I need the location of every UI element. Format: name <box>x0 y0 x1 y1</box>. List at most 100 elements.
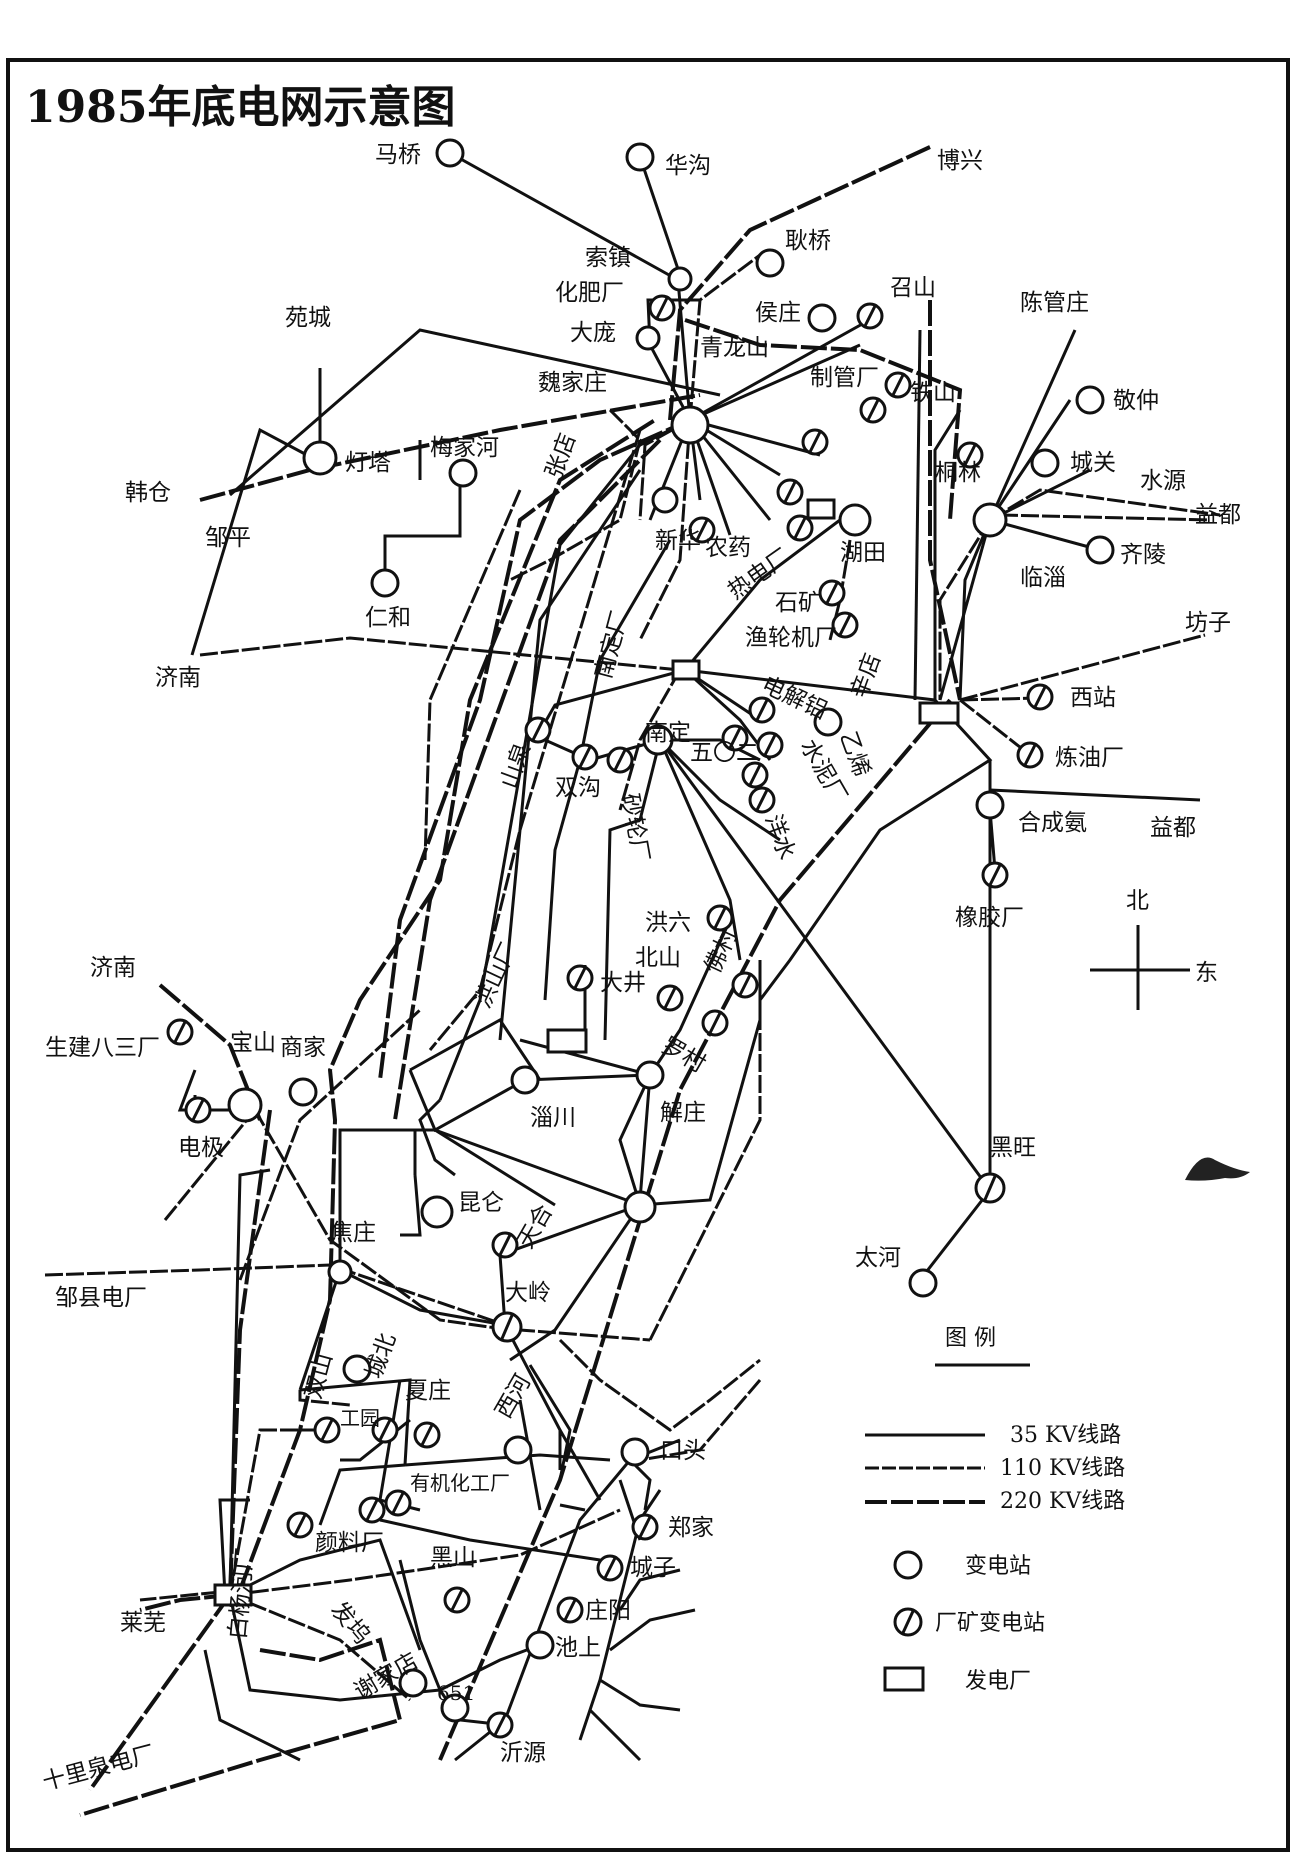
label-weijiazhuang: 魏家庄 <box>538 370 607 396</box>
label-laiwu: 莱芜 <box>120 1610 166 1636</box>
substation-hutian <box>838 503 872 537</box>
factory-sub-b <box>786 514 814 542</box>
substation-linzi <box>972 502 1008 538</box>
label-jinan2: 济南 <box>90 955 136 981</box>
substation-chengbei <box>342 1354 372 1384</box>
factory-sub-luocun3 <box>701 1009 729 1037</box>
factory-sub-daling <box>491 1311 523 1343</box>
factory-sub-youji2 <box>384 1489 412 1517</box>
factory-sub-dianji <box>184 1096 212 1124</box>
factory-sub-huafei <box>648 294 676 322</box>
label-yulunjichang: 渔轮机厂 <box>745 625 837 651</box>
label-zouping: 邹平 <box>205 525 251 551</box>
label-xizhan: 西站 <box>1070 685 1116 711</box>
label-zhiguanchang: 制管厂 <box>810 365 879 391</box>
label-hongshanchang: 洪山厂 <box>470 939 523 1013</box>
label-nanding: 南定 <box>645 720 691 746</box>
factory-sub-gongyuan2 <box>371 1416 399 1444</box>
substation-qiling <box>1085 535 1115 565</box>
substation-xiejiadian <box>398 1668 428 1698</box>
label-taihe: 太河 <box>855 1245 901 1271</box>
label-kunlun: 昆仑 <box>458 1190 504 1216</box>
label-yidu2: 益都 <box>1150 815 1196 841</box>
factory-sub-yulun <box>831 611 859 639</box>
label-xihe: 西河 <box>491 1370 537 1423</box>
substation-taihe <box>908 1268 938 1298</box>
label-chengbei: 城北 <box>361 1330 401 1382</box>
substation-houzhuang <box>807 303 837 333</box>
factory-sub-zhengjia <box>631 1513 659 1541</box>
factory-sub-hongliu <box>706 904 734 932</box>
label-jiezhuang: 解庄 <box>660 1100 706 1126</box>
substation-hechengan <box>975 790 1005 820</box>
label-gongyuan: 工园 <box>340 1406 380 1430</box>
label-shiliquan: 十里泉电厂 <box>40 1741 158 1796</box>
substation-luocun <box>635 1060 665 1090</box>
legend-substation-label: 变电站 <box>965 1554 1031 1579</box>
map-title: 1985年底电网示意图 <box>25 82 455 133</box>
label-zhuangyang: 庄阳 <box>585 1598 631 1624</box>
substation-suozhen <box>667 266 693 292</box>
label-jinan1: 济南 <box>155 665 201 691</box>
power-plants <box>213 498 960 1607</box>
label-luocun: 罗村 <box>657 1033 710 1079</box>
factory-sub-shengjian <box>166 1018 194 1046</box>
factory-sub-heishan <box>443 1586 471 1614</box>
label-maqiao: 马桥 <box>375 142 421 168</box>
substation-gengqiao <box>755 248 785 278</box>
lines-220kv <box>79 145 963 1817</box>
plant-nanding <box>671 659 701 681</box>
substation-meijiahe <box>448 458 478 488</box>
line-fangzi-2 <box>959 633 1206 702</box>
label-jiaozhuang: 焦庄 <box>330 1220 376 1246</box>
label-heishan: 黑山 <box>430 1545 476 1571</box>
line-chenguan <box>988 329 1077 521</box>
label-linzi: 临淄 <box>1020 565 1066 591</box>
compass: 北 东 <box>1090 888 1218 1010</box>
label-yanliaochang: 颜料厂 <box>315 1530 384 1556</box>
label-zhangdian: 张店 <box>541 430 581 482</box>
factory-sub-a <box>776 478 804 506</box>
plant-redian <box>806 498 836 520</box>
label-daling: 大岭 <box>505 1280 551 1306</box>
factory-sub-zhuangyang <box>556 1596 584 1624</box>
label-shengjian: 生建八三厂 <box>45 1035 160 1061</box>
label-shangjia: 商家 <box>280 1035 326 1061</box>
label-dengta: 灯塔 <box>345 450 391 476</box>
label-yuancheng: 苑城 <box>285 305 331 331</box>
label-fangzi: 坊子 <box>1185 610 1231 636</box>
label-shalunchang: 砂轮厂 <box>616 792 654 864</box>
factory-sub-yanliao <box>286 1511 314 1539</box>
factory-sub-youji1 <box>358 1496 386 1524</box>
label-dapang: 大庞 <box>570 320 616 346</box>
label-hutian: 湖田 <box>840 540 886 566</box>
factory-sub-lianyou <box>1016 741 1044 769</box>
label-beishan: 北山 <box>635 945 681 971</box>
factory-substations <box>166 294 1054 1739</box>
factory-sub-xiangjiao <box>981 861 1009 889</box>
plant-xindian <box>918 701 960 725</box>
label-xinhua: 新华 <box>655 528 701 554</box>
label-yidu1: 益都 <box>1195 502 1241 528</box>
factory-sub-gongyuan3 <box>413 1421 441 1449</box>
substation-dapang <box>635 325 661 351</box>
substation-maqiao <box>435 138 465 168</box>
factory-sub-4gong <box>801 428 829 456</box>
label-lianyouchang: 炼油厂 <box>1055 745 1124 771</box>
place-labels: 马桥 华沟 博兴 耿桥 索镇 化肥厂 大庞 侯庄 青龙山 召山 魏家庄 制管厂 … <box>40 142 1241 1796</box>
label-nongyao: 农药 <box>705 535 751 561</box>
line-fangzi <box>989 488 1221 522</box>
label-koutou: 口头 <box>660 1438 706 1464</box>
label-chengguan: 城关 <box>1070 450 1116 476</box>
line-renhe <box>383 475 462 586</box>
label-651: 651 <box>437 1681 475 1705</box>
factory-sub-tonglin <box>956 441 984 469</box>
label-renhe: 仁和 <box>365 605 411 631</box>
label-yixi: 乙烯 <box>834 728 874 780</box>
legend-110kv-label: 110 KV线路 <box>1000 1456 1125 1481</box>
substation-chishang <box>525 1630 555 1660</box>
label-boxing: 博兴 <box>937 148 983 174</box>
label-chengzi: 城子 <box>630 1555 676 1581</box>
label-jingzhong: 敬仲 <box>1113 388 1159 414</box>
